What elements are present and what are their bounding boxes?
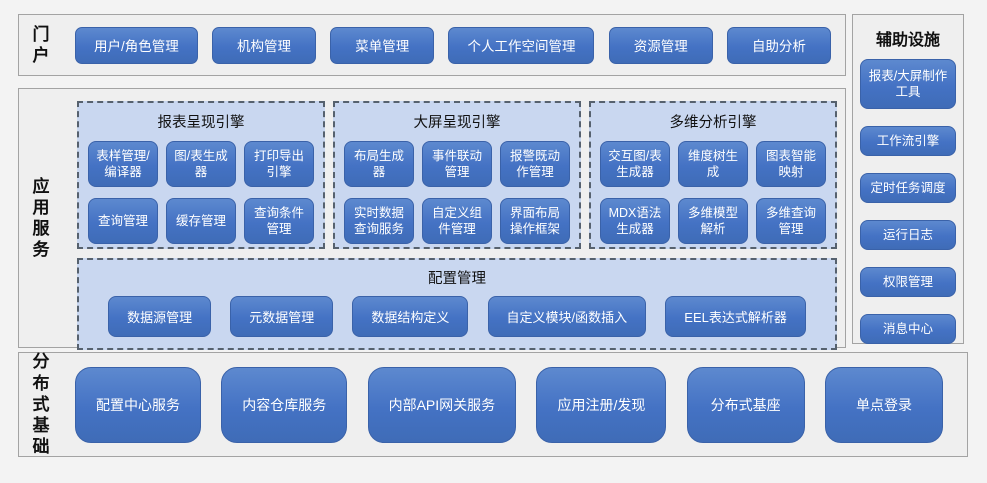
config-button-custom-module-function-insert[interactable]: 自定义模块/函数插入 <box>487 296 647 337</box>
portal-button-row: 用户/角色管理 机构管理 菜单管理 个人工作空间管理 资源管理 自助分析 <box>63 26 845 64</box>
config-mgmt-group: 配置管理 数据源管理 元数据管理 数据结构定义 自定义模块/函数插入 EEL表达… <box>77 258 837 350</box>
engine-button-layout-generator[interactable]: 布局生成器 <box>344 141 414 187</box>
infra-button-distributed-base[interactable]: 分布式基座 <box>686 366 805 443</box>
aux-button-scheduled-task-scheduling[interactable]: 定时任务调度 <box>860 173 956 203</box>
engine-button-cache-mgmt[interactable]: 缓存管理 <box>166 198 236 244</box>
engine-button-chart-table-generator[interactable]: 图/表生成器 <box>166 141 236 187</box>
engine-button-mdx-syntax-generator[interactable]: MDX语法生成器 <box>600 198 670 244</box>
config-button-metadata-mgmt[interactable]: 元数据管理 <box>230 296 334 337</box>
aux-facilities-column: 报表/大屏制作工具 工作流引擎 定时任务调度 运行日志 权限管理 消息中心 <box>853 59 963 344</box>
report-engine-group: 报表呈现引擎 表样管理/编译器 图/表生成器 打印导出引擎 查询管理 缓存管理 … <box>77 101 325 249</box>
portal-button-self-service-analysis[interactable]: 自助分析 <box>726 26 831 64</box>
report-engine-grid: 表样管理/编译器 图/表生成器 打印导出引擎 查询管理 缓存管理 查询条件管理 <box>88 141 314 244</box>
infra-label-column: 分布式基础 <box>19 352 63 457</box>
infra-button-row: 配置中心服务 内容仓库服务 内部API网关服务 应用注册/发现 分布式基座 单点… <box>63 366 967 443</box>
app-services-label: 应用服务 <box>32 176 50 260</box>
aux-button-workflow-engine[interactable]: 工作流引擎 <box>860 126 956 156</box>
app-services-label-column: 应用服务 <box>19 89 63 347</box>
app-services-panel: 应用服务 报表呈现引擎 表样管理/编译器 图/表生成器 打印导出引擎 查询管理 … <box>18 88 846 350</box>
report-engine-title: 报表呈现引擎 <box>157 115 245 131</box>
engine-button-interactive-chart-generator[interactable]: 交互图/表生成器 <box>600 141 670 187</box>
portal-button-resource-mgmt[interactable]: 资源管理 <box>608 26 713 64</box>
config-mgmt-title: 配置管理 <box>428 271 486 287</box>
engine-button-dimension-tree-generation[interactable]: 维度树生成 <box>678 141 748 187</box>
portal-panel: 门户 用户/角色管理 机构管理 菜单管理 个人工作空间管理 资源管理 自助分析 <box>18 14 846 76</box>
infra-label: 分布式基础 <box>32 352 50 457</box>
portal-button-org-mgmt[interactable]: 机构管理 <box>212 26 316 64</box>
engine-button-alarm-action-mgmt[interactable]: 报警既动作管理 <box>500 141 570 187</box>
engine-button-query-condition-mgmt[interactable]: 查询条件管理 <box>244 198 314 244</box>
engine-button-multidim-model-parsing[interactable]: 多维模型解析 <box>678 198 748 244</box>
engine-button-query-mgmt[interactable]: 查询管理 <box>88 198 158 244</box>
app-services-content: 报表呈现引擎 表样管理/编译器 图/表生成器 打印导出引擎 查询管理 缓存管理 … <box>63 89 845 350</box>
olap-engine-title: 多维分析引擎 <box>669 115 757 131</box>
aux-facilities-title: 辅助设施 <box>875 32 940 49</box>
config-button-eel-expression-parser[interactable]: EEL表达式解析器 <box>665 296 806 337</box>
aux-button-permission-mgmt[interactable]: 权限管理 <box>860 267 956 297</box>
olap-engine-group: 多维分析引擎 交互图/表生成器 维度树生成 图表智能映射 MDX语法生成器 多维… <box>589 101 837 249</box>
aux-button-message-center[interactable]: 消息中心 <box>860 314 956 344</box>
config-button-data-structure-definition[interactable]: 数据结构定义 <box>352 296 469 337</box>
engine-button-print-export-engine[interactable]: 打印导出引擎 <box>244 141 314 187</box>
dashboard-engine-grid: 布局生成器 事件联动管理 报警既动作管理 实时数据查询服务 自定义组件管理 界面… <box>344 141 570 244</box>
olap-engine-grid: 交互图/表生成器 维度树生成 图表智能映射 MDX语法生成器 多维模型解析 多维… <box>600 141 826 244</box>
config-mgmt-row: 数据源管理 元数据管理 数据结构定义 自定义模块/函数插入 EEL表达式解析器 <box>89 296 825 337</box>
aux-button-run-logs[interactable]: 运行日志 <box>860 220 956 250</box>
infra-button-app-registration-discovery[interactable]: 应用注册/发现 <box>536 366 667 443</box>
dashboard-engine-title: 大屏呈现引擎 <box>413 115 501 131</box>
engine-button-template-mgmt-compiler[interactable]: 表样管理/编译器 <box>88 141 158 187</box>
infra-button-content-repository-service[interactable]: 内容仓库服务 <box>221 366 348 443</box>
portal-label-column: 门户 <box>19 15 63 75</box>
portal-button-user-role-mgmt[interactable]: 用户/角色管理 <box>75 26 198 64</box>
engine-button-multidim-query-mgmt[interactable]: 多维查询管理 <box>756 198 826 244</box>
aux-facilities-panel: 辅助设施 报表/大屏制作工具 工作流引擎 定时任务调度 运行日志 权限管理 消息… <box>852 14 964 344</box>
infra-button-single-sign-on[interactable]: 单点登录 <box>824 366 943 443</box>
infra-button-internal-api-gateway-service[interactable]: 内部API网关服务 <box>367 366 517 443</box>
dashboard-engine-group: 大屏呈现引擎 布局生成器 事件联动管理 报警既动作管理 实时数据查询服务 自定义… <box>333 101 581 249</box>
engine-button-realtime-data-query[interactable]: 实时数据查询服务 <box>344 198 414 244</box>
portal-label: 门户 <box>32 24 50 65</box>
engine-button-ui-layout-framework[interactable]: 界面布局操作框架 <box>500 198 570 244</box>
infra-button-config-center-service[interactable]: 配置中心服务 <box>75 366 201 443</box>
engine-button-event-linkage-mgmt[interactable]: 事件联动管理 <box>422 141 492 187</box>
engine-button-custom-component-mgmt[interactable]: 自定义组件管理 <box>422 198 492 244</box>
engine-button-smart-chart-mapping[interactable]: 图表智能映射 <box>756 141 826 187</box>
portal-button-menu-mgmt[interactable]: 菜单管理 <box>330 26 435 64</box>
config-button-datasource-mgmt[interactable]: 数据源管理 <box>108 296 212 337</box>
portal-button-workspace-mgmt[interactable]: 个人工作空间管理 <box>448 26 595 64</box>
engines-row: 报表呈现引擎 表样管理/编译器 图/表生成器 打印导出引擎 查询管理 缓存管理 … <box>77 101 837 249</box>
distributed-foundation-panel: 分布式基础 配置中心服务 内容仓库服务 内部API网关服务 应用注册/发现 分布… <box>18 352 968 457</box>
aux-button-report-dashboard-authoring-tool[interactable]: 报表/大屏制作工具 <box>860 59 956 109</box>
